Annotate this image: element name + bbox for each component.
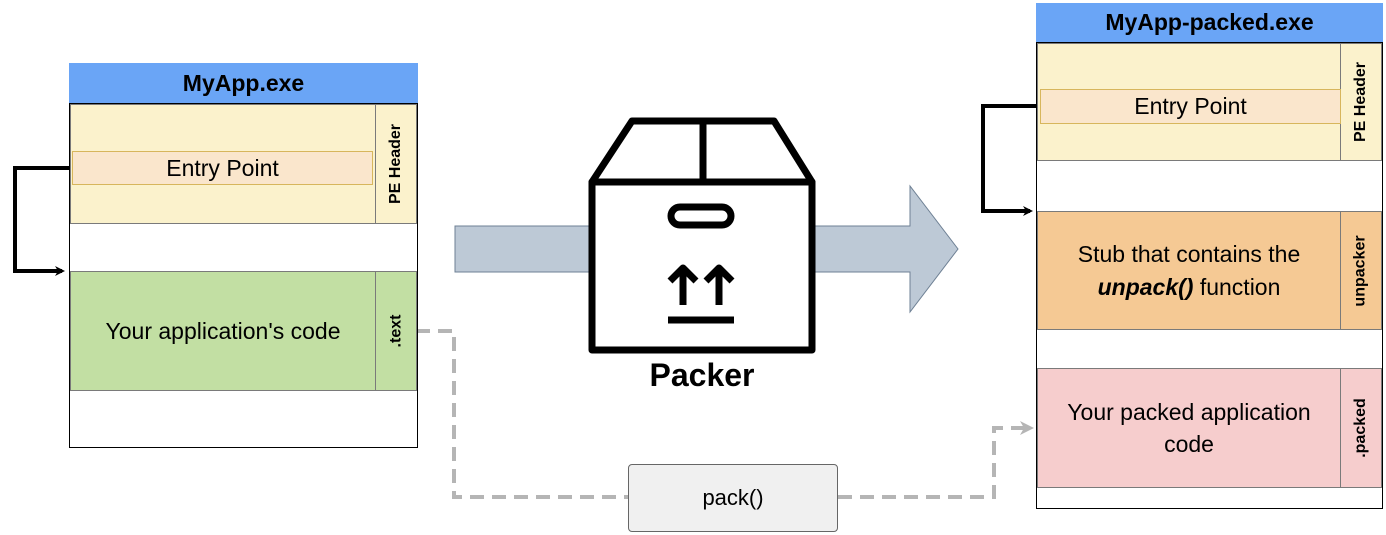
unpacker-body-line1: Stub that contains the	[1077, 241, 1301, 268]
unpack-function-name: unpack()	[1097, 273, 1194, 300]
packed-body: Your packed application code	[1067, 398, 1311, 457]
left-entry-point: Entry Point	[72, 151, 373, 185]
left-text-body: Your application's code	[105, 317, 341, 344]
process-arrow	[454, 184, 959, 314]
pack-step-box: pack()	[628, 464, 838, 532]
right-packed-section: Your packed application code .packed	[1037, 368, 1382, 488]
left-exe-title: MyApp.exe	[69, 63, 418, 104]
pack-flow-left	[416, 329, 628, 499]
left-text-label: .text	[375, 272, 416, 390]
unpacker-body-rest: function	[1193, 273, 1281, 300]
left-entry-arrow	[13, 166, 72, 276]
right-unpacker-section: Stub that contains the unpack() function…	[1037, 211, 1382, 330]
right-entry-point: Entry Point	[1040, 89, 1341, 124]
packed-label: .packed	[1340, 369, 1381, 487]
right-entry-arrow	[981, 104, 1040, 216]
packer-label: Packer	[649, 357, 755, 393]
unpacker-body: Stub that contains the unpack() function	[1038, 212, 1340, 329]
right-pe-header-label: PE Header	[1340, 44, 1381, 160]
unpacker-body-line2: unpack() function	[1098, 271, 1281, 303]
left-text-section: Your application's code .text	[70, 271, 417, 391]
left-pe-header-label: PE Header	[375, 105, 416, 223]
right-exe-title: MyApp-packed.exe	[1036, 3, 1383, 43]
unpacker-label: unpacker	[1340, 212, 1381, 329]
pack-flow-right	[838, 421, 1034, 499]
